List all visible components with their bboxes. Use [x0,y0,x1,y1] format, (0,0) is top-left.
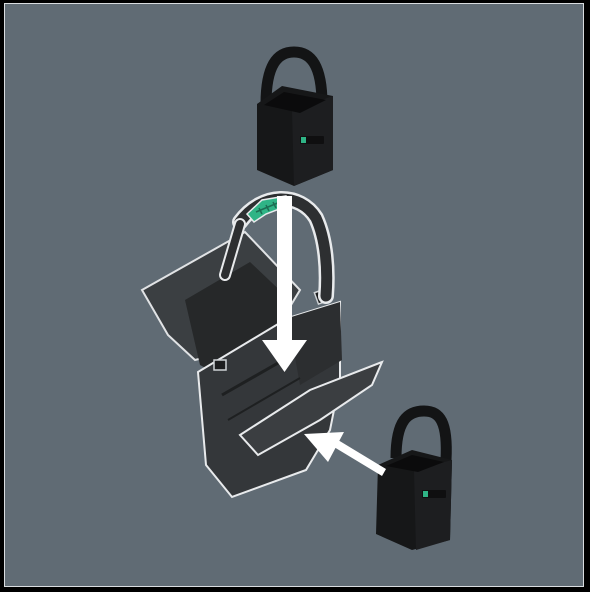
top-pouch [257,52,333,186]
side-pouch [376,411,452,550]
tool-bag [142,232,382,497]
